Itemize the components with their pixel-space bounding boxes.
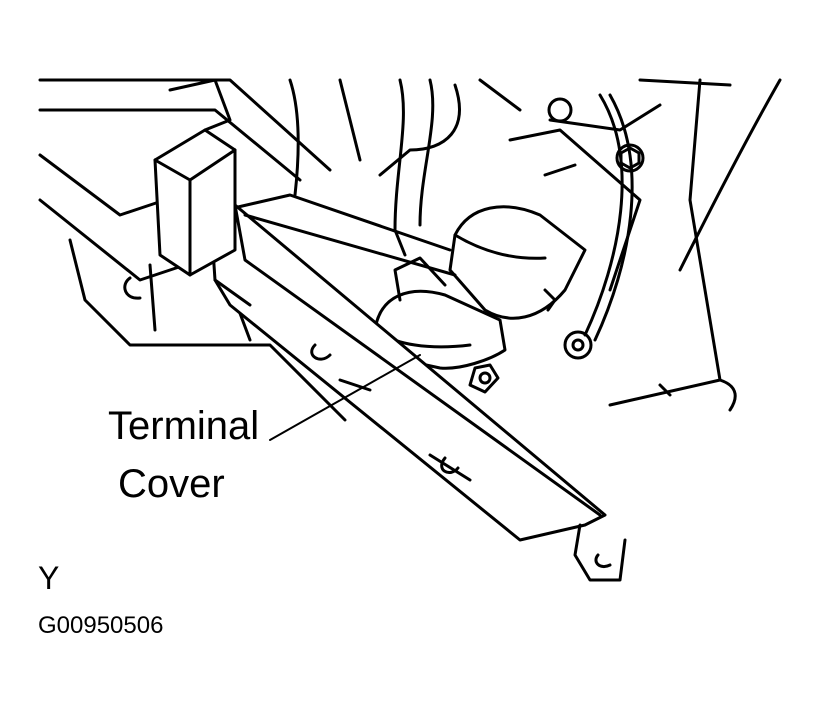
callout-label-line2: Cover (118, 462, 225, 506)
callout-label-line1: Terminal (108, 404, 260, 448)
view-letter: Y (38, 560, 60, 596)
upper-left-block (153, 78, 237, 277)
ignition-unit (448, 205, 587, 320)
upper-tubes (288, 78, 732, 342)
callout-leader-line (269, 354, 421, 441)
right-body-panel (508, 78, 782, 412)
mounting-bracket (208, 193, 627, 582)
left-frame-bracket (38, 78, 347, 422)
figure-id: G00950506 (38, 612, 164, 639)
fasteners (468, 97, 645, 394)
